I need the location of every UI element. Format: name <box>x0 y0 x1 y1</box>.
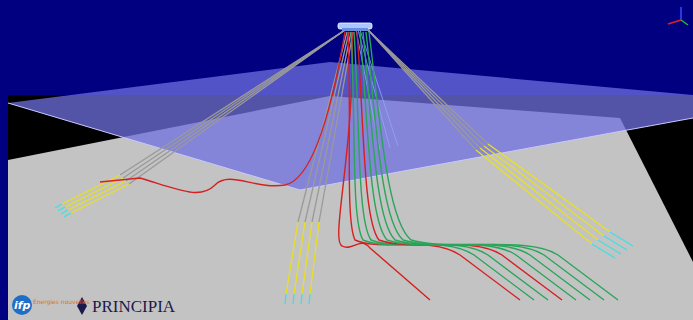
company-logo-text: PRINCIPIA <box>92 298 175 315</box>
ifp-logo <box>12 295 32 315</box>
logo-tagline: Énergies nouvelles <box>33 299 90 305</box>
mooring-lines-right <box>368 30 633 258</box>
mooring-lines-front <box>285 32 353 304</box>
logo-wordmark: ifp <box>14 300 30 311</box>
floating-platform <box>338 23 372 31</box>
mooring-lines-left <box>55 30 345 217</box>
risers <box>100 32 618 300</box>
axis-triad <box>668 7 688 25</box>
sea-surface <box>8 62 693 190</box>
